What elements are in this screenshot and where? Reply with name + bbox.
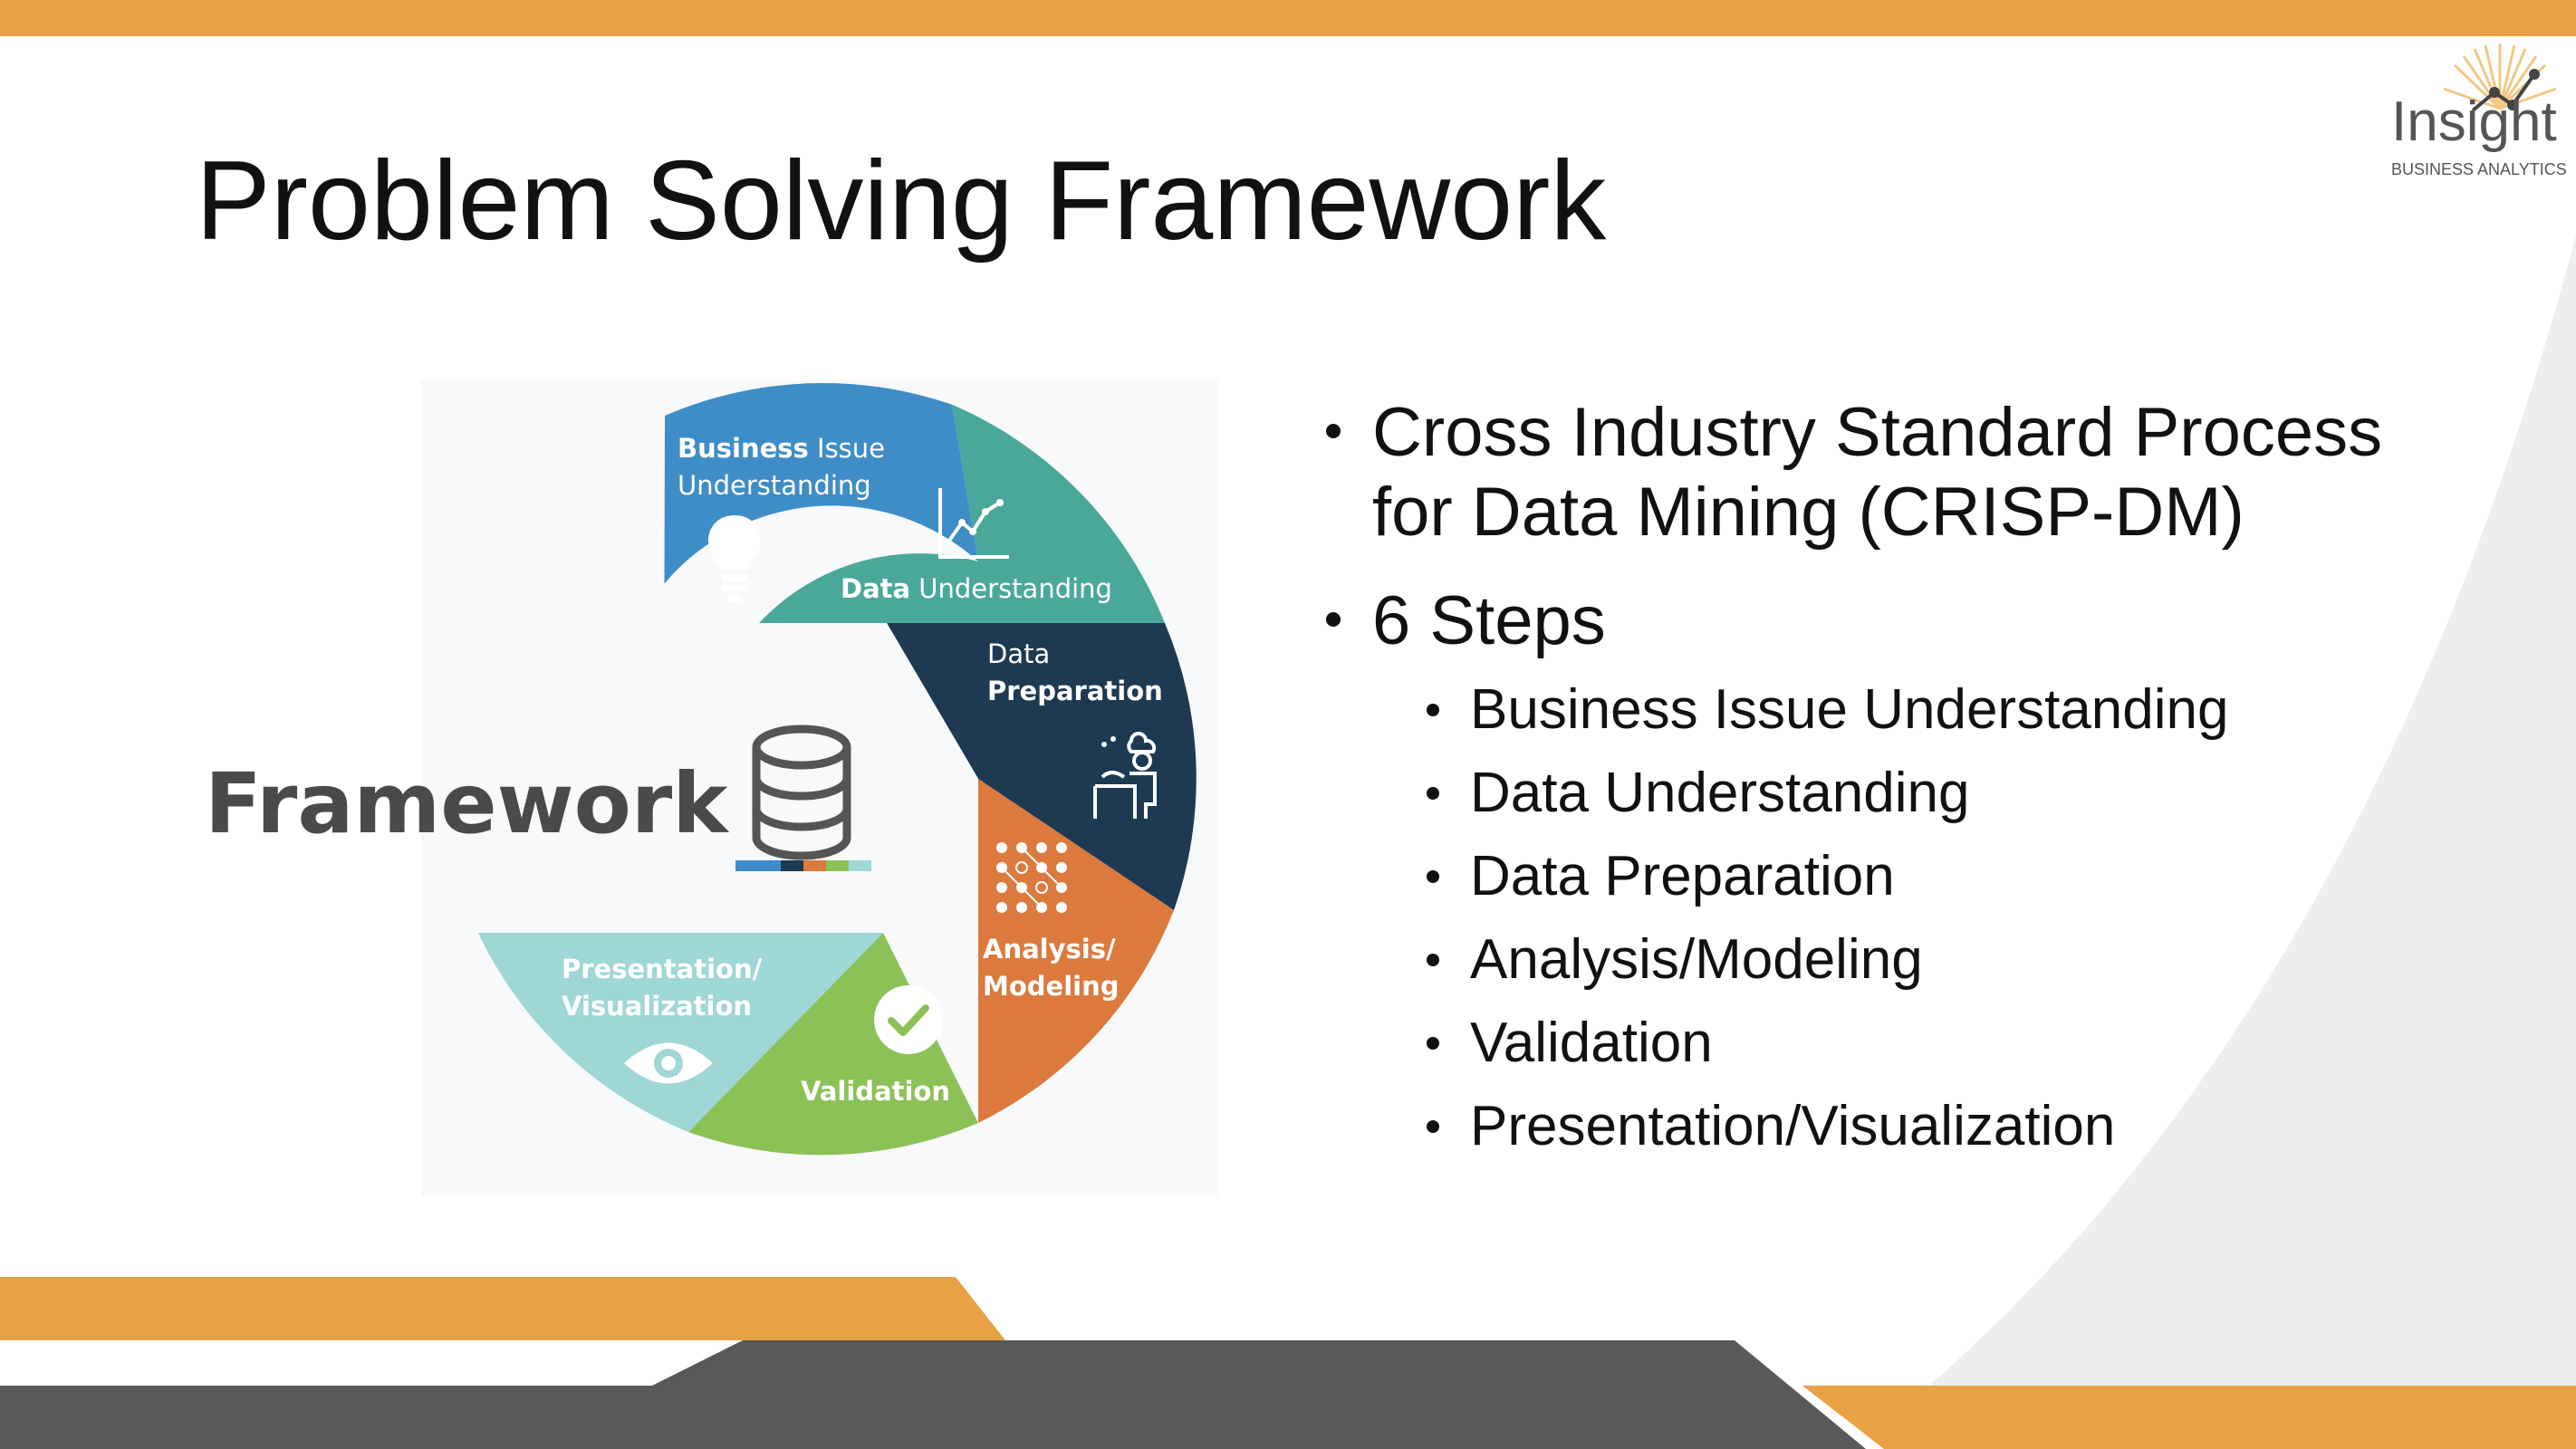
label-data-preparation: Data Preparation xyxy=(987,636,1163,710)
bullet-dot xyxy=(1326,424,1341,438)
wheel-inner-fill xyxy=(478,583,978,933)
step-6: Presentation/Visualization xyxy=(1470,1095,2116,1157)
sunburst-trendline-icon xyxy=(2443,43,2557,112)
sub-bullet-dot xyxy=(1427,704,1439,716)
label-analysis-line2: Modeling xyxy=(983,971,1120,1002)
label-business-issue: Business Issue Understanding xyxy=(678,430,885,504)
bottom-dark-band xyxy=(0,1340,1866,1449)
network-dots-icon xyxy=(996,842,1067,913)
line-chart-icon xyxy=(938,488,1009,559)
label-presentation-line1: Presentation/ xyxy=(562,954,763,984)
label-prep-bold: Preparation xyxy=(987,676,1163,706)
bullet-six-steps: 6 Steps xyxy=(1372,582,1606,659)
chef-cooking-icon xyxy=(1093,732,1157,819)
label-business-line2: Understanding xyxy=(678,470,871,501)
label-validation: Validation xyxy=(801,1073,950,1110)
label-data-understanding: Data Understanding xyxy=(841,571,1112,608)
step-1: Business Issue Understanding xyxy=(1470,678,2229,741)
framework-label: Framework xyxy=(205,755,728,852)
label-prep-line1: Data xyxy=(987,638,1051,669)
label-data-rest: Understanding xyxy=(910,573,1112,604)
top-orange-band xyxy=(0,0,2576,36)
segment-presentation xyxy=(478,933,883,1132)
bottom-orange-band-right xyxy=(1802,1386,2576,1449)
label-analysis-line1: Analysis/ xyxy=(983,934,1116,964)
logo-wordmark: Insight xyxy=(2391,91,2557,153)
database-icon xyxy=(752,724,851,860)
sub-bullet-dot xyxy=(1427,954,1439,966)
step-5: Validation xyxy=(1470,1012,1713,1074)
check-circle-icon xyxy=(874,985,943,1054)
label-analysis-modeling: Analysis/ Modeling xyxy=(983,931,1120,1005)
step-2: Data Understanding xyxy=(1470,762,1970,824)
color-legend-strip xyxy=(735,860,871,871)
sub-bullet-dot xyxy=(1427,1120,1439,1133)
segment-validation xyxy=(688,779,978,1156)
right-gray-swoosh xyxy=(1929,235,2576,1386)
label-data-bold: Data xyxy=(841,573,911,604)
eye-icon xyxy=(624,1042,713,1084)
label-business-rest: Issue xyxy=(808,433,886,464)
segment-data-preparation xyxy=(887,623,1197,910)
label-validation-bold: Validation xyxy=(801,1076,951,1107)
label-presentation-line2: Visualization xyxy=(562,991,753,1022)
segment-data-understanding xyxy=(759,404,1165,623)
label-business-bold: Business xyxy=(678,433,809,464)
step-3: Data Preparation xyxy=(1470,845,1895,907)
bullet-crisp-line1: Cross Industry Standard Process xyxy=(1372,394,2383,471)
sub-bullet-dot xyxy=(1427,870,1439,883)
logo-tagline: BUSINESS ANALYTICS xyxy=(2391,160,2567,178)
sub-bullet-dot xyxy=(1427,1037,1439,1050)
segment-business-issue xyxy=(664,382,978,584)
bullet-dot xyxy=(1326,612,1341,627)
label-presentation: Presentation/ Visualization xyxy=(562,951,762,1025)
slide-title: Problem Solving Framework xyxy=(196,139,1607,264)
sub-bullet-dot xyxy=(1427,787,1439,800)
bullet-crisp-line2: for Data Mining (CRISP-DM) xyxy=(1372,474,2244,551)
step-4: Analysis/Modeling xyxy=(1470,928,1923,991)
lightbulb-icon xyxy=(708,515,761,602)
bottom-orange-band-left xyxy=(0,1277,1005,1340)
